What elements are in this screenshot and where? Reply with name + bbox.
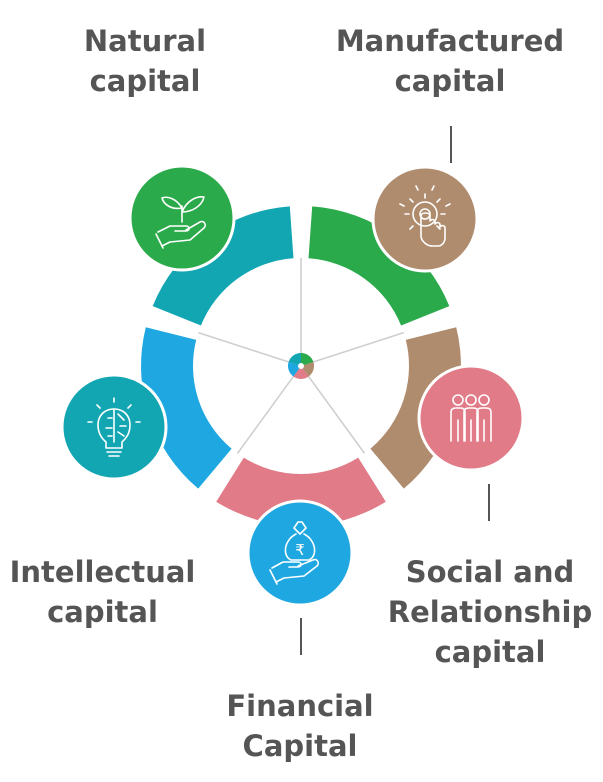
badge-financial: ₹ xyxy=(246,499,354,607)
label-line: Capital xyxy=(242,729,358,763)
badge-circle-social xyxy=(417,364,525,472)
label-line: Social and xyxy=(405,555,575,589)
label-line: Financial xyxy=(226,689,374,723)
label-line: Intellectual xyxy=(9,555,196,589)
ring-segment-social xyxy=(216,457,386,527)
spoke-line xyxy=(300,331,404,367)
label-line: capital xyxy=(89,64,201,98)
badge-manufactured xyxy=(371,165,479,273)
hub-center xyxy=(298,363,304,369)
hub-wedge-financial xyxy=(287,362,301,377)
plant-in-hand-icon xyxy=(155,196,207,249)
label-line: capital xyxy=(434,635,546,669)
spoke-line xyxy=(300,365,366,454)
hub-wedge-intellectual xyxy=(288,352,301,366)
ring-segment-intellectual xyxy=(152,206,294,326)
label-line: Relationship xyxy=(387,595,593,629)
currency-symbol: ₹ xyxy=(295,541,305,559)
spoke-line xyxy=(236,365,302,454)
spoke-line xyxy=(198,331,302,367)
hub-wedge-manufactured xyxy=(301,362,315,377)
badge-intellectual xyxy=(60,373,168,481)
label-natural-capital: Natural capital xyxy=(45,21,245,101)
label-financial-capital: Financial Capital xyxy=(210,686,390,766)
label-social-relationship-capital: Social and Relationship capital xyxy=(380,552,600,672)
badge-social xyxy=(417,364,525,472)
idea-bulb-icon xyxy=(87,397,141,457)
people-group-icon xyxy=(450,394,492,442)
label-line: Natural xyxy=(83,24,207,58)
hub-wedge-natural xyxy=(301,352,314,366)
gear-touch-icon xyxy=(399,185,451,247)
badge-natural xyxy=(128,164,236,272)
label-manufactured-capital: Manufactured capital xyxy=(330,21,570,101)
label-intellectual-capital: Intellectual capital xyxy=(5,552,200,632)
ring-segment-manufactured xyxy=(370,327,461,489)
hub-wedge-social xyxy=(293,366,309,379)
label-line: capital xyxy=(394,64,506,98)
label-line: Manufactured xyxy=(335,24,565,58)
ring-segment-natural xyxy=(308,206,450,326)
money-bag-hand-icon: ₹ xyxy=(269,521,320,585)
ring-segment-financial xyxy=(141,327,232,489)
label-line: capital xyxy=(47,595,158,629)
